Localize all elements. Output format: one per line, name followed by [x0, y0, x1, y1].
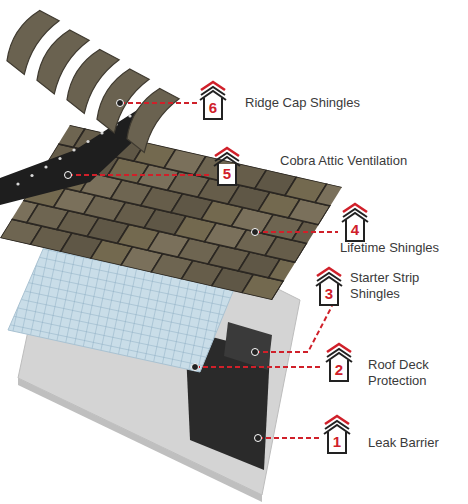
leader-line: [258, 437, 320, 439]
leader-line: [120, 102, 197, 104]
callout-icon: 5Cobra Attic Ventilation: [212, 146, 242, 186]
vent-hole: [30, 174, 33, 177]
part-label: Starter Strip Shingles: [350, 270, 430, 302]
part-label: Cobra Attic Ventilation: [280, 153, 460, 169]
underlayment-sheet: [8, 210, 250, 372]
callout-number: 3: [320, 285, 338, 303]
house-body: [330, 360, 348, 381]
shingle-field: [0, 122, 402, 314]
callout-icon: 3Starter Strip Shingles: [314, 266, 344, 306]
part-label: Leak Barrier: [368, 435, 463, 451]
part-label: Lifetime Shingles: [340, 240, 460, 256]
shingle-tab: [269, 259, 311, 285]
vent-hole: [72, 148, 75, 151]
leader-dot: [252, 229, 259, 236]
leader-line: [255, 306, 332, 352]
house-body: [346, 220, 364, 241]
leader-dot: [255, 435, 262, 442]
house-body: [204, 98, 222, 119]
callout-number: 6: [204, 99, 222, 117]
shingle-tab: [319, 206, 342, 232]
leader-line: [255, 231, 338, 233]
shingle-tab: [292, 221, 334, 247]
leader-dot: [252, 349, 259, 356]
vent-hole: [44, 165, 47, 168]
vent-hole: [16, 182, 19, 185]
callout-number: 1: [328, 433, 346, 451]
leader-line: [195, 366, 322, 368]
house-body: [328, 432, 346, 453]
vent-hole: [100, 131, 103, 134]
leader-dot: [117, 100, 124, 107]
callout-icon: 1Leak Barrier: [322, 414, 352, 454]
callout-number: 5: [218, 165, 236, 183]
leader-dot: [65, 172, 72, 179]
shingle-rows: [0, 125, 342, 300]
vent-hole: [58, 157, 61, 160]
callout-icon: 4Lifetime Shingles: [340, 202, 370, 242]
callout-icon: 2Roof Deck Protection: [324, 342, 354, 382]
shingle-tab: [322, 228, 342, 254]
callout-number: 4: [346, 221, 364, 239]
shingle-tab: [272, 281, 314, 300]
leader-dots: [65, 100, 262, 442]
leader-line: [68, 174, 210, 176]
callout-number: 2: [330, 361, 348, 379]
starter-strip: [224, 322, 272, 370]
vent-hole: [128, 114, 131, 117]
shingle-tab: [295, 244, 337, 270]
part-label: Ridge Cap Shingles: [245, 95, 405, 111]
part-label: Roof Deck Protection: [368, 357, 448, 389]
callout-icon: 6Ridge Cap Shingles: [198, 80, 228, 120]
leader-dot: [192, 364, 199, 371]
house-body: [218, 164, 236, 185]
ridge-cap: [0, 5, 59, 74]
shingle-tab: [315, 184, 342, 210]
vent-hole: [86, 140, 89, 143]
ridge-caps: [0, 5, 179, 152]
house-body: [320, 284, 338, 305]
